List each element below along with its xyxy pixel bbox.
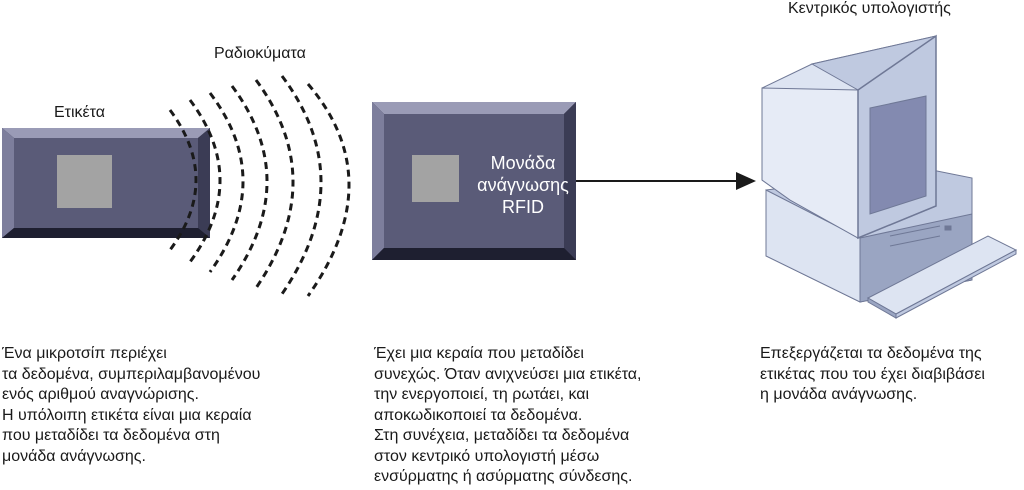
- radio-waves-label: Ραδιοκύματα: [214, 45, 306, 62]
- description-line: μονάδα ανάγνωσης.: [2, 447, 146, 465]
- rfid-reader-label-line: ανάγνωσης: [477, 175, 569, 195]
- rfid-reader-label: Μονάδα ανάγνωσης RFID: [468, 152, 578, 218]
- description-line: ετικέτας που του έχει διαβιβάσει: [760, 365, 985, 383]
- description-line: αποκωδικοποιεί τα δεδομένα.: [374, 406, 583, 424]
- rfid-reader-label-line: Μονάδα: [490, 153, 556, 173]
- description-line: Έχει μια κεραία που μεταδίδει: [374, 345, 584, 362]
- arrow-right-icon: [576, 172, 756, 190]
- computer-icon: [761, 34, 1018, 319]
- reader-description: Έχει μια κεραία που μεταδίδει συνεχώς. Ό…: [374, 344, 642, 488]
- reader-chip: [412, 155, 459, 202]
- description-line: την ενεργοποιεί, τη ρωτάει, και: [374, 386, 590, 403]
- radio-waves-icon: [168, 75, 351, 297]
- description-line: Επεξεργάζεται τα δεδομένα της: [760, 345, 982, 362]
- description-line: ενσύρματης ή ασύρματης σύνδεσης.: [374, 468, 633, 485]
- tag-chip: [57, 155, 112, 208]
- description-line: Στη συνέχεια, μεταδίδει τα δεδομένα: [374, 427, 630, 444]
- description-line: η μονάδα ανάγνωσης.: [760, 386, 918, 403]
- description-line: που μεταδίδει τα δεδομένα στη: [2, 427, 220, 444]
- tag-label: Ετικέτα: [54, 104, 106, 121]
- description-line: ενός αριθμού αναγνώρισης.: [2, 386, 199, 403]
- monitor-screen: [869, 95, 927, 215]
- computer-description: Επεξεργάζεται τα δεδομένα της ετικέτας π…: [760, 344, 985, 406]
- description-line: στον κεντρικό υπολογιστή μέσω: [374, 447, 600, 465]
- description-line: τα δεδομένα, συμπεριλαμβανομένου: [2, 365, 261, 383]
- host-computer-label: Κεντρικός υπολογιστής: [788, 0, 951, 17]
- tag-device: [2, 128, 210, 238]
- description-line: συνεχώς. Όταν ανιχνεύσει μια ετικέτα,: [374, 365, 642, 383]
- tag-description: Ένα μικροτσίπ περιέχει τα δεδομένα, συμπ…: [2, 344, 260, 467]
- rfid-reader-device: [372, 102, 576, 260]
- rfid-reader-label-line: RFID: [502, 197, 544, 217]
- description-line: Η υπόλοιπη ετικέτα είναι μια κεραία: [2, 406, 252, 424]
- description-line: Ένα μικροτσίπ περιέχει: [2, 345, 167, 362]
